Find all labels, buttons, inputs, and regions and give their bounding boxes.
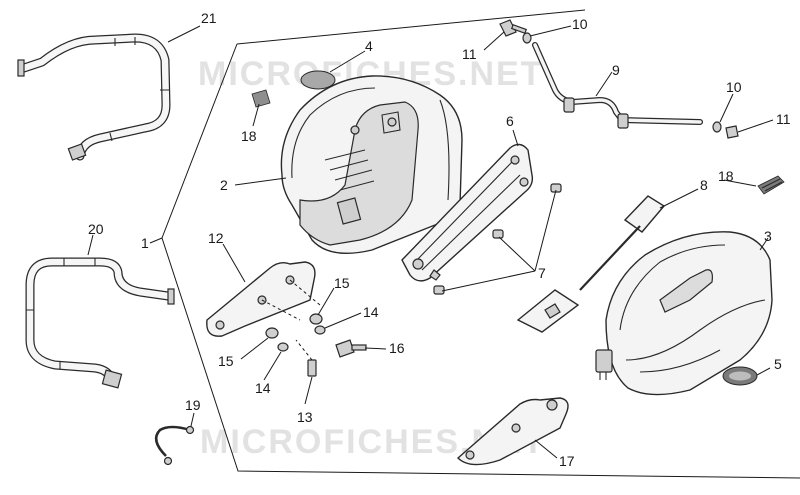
callout-8: 8 xyxy=(700,177,708,193)
callout-1: 1 xyxy=(141,235,149,251)
pannier-rail xyxy=(532,42,703,129)
support-plate xyxy=(206,261,321,337)
callout-10-top: 10 xyxy=(572,16,588,32)
callout-11-top: 11 xyxy=(462,46,477,62)
callout-15-left: 15 xyxy=(218,353,234,369)
assembly-frame xyxy=(149,9,800,479)
plate-hardware xyxy=(265,313,367,377)
callout-7: 7 xyxy=(538,265,546,281)
reflector xyxy=(300,70,336,90)
mounting-bolts xyxy=(433,183,562,295)
callout-4: 4 xyxy=(365,38,373,54)
right-pannier xyxy=(595,231,773,396)
callout-21: 21 xyxy=(201,10,217,26)
callout-17: 17 xyxy=(559,453,575,469)
callout-13: 13 xyxy=(297,409,313,425)
strap xyxy=(516,195,666,333)
upper-guard-tube xyxy=(17,33,171,161)
callout-14-left: 14 xyxy=(255,380,271,396)
mounting-bracket xyxy=(401,143,534,282)
left-pannier xyxy=(280,75,463,255)
leader-lines xyxy=(87,25,774,459)
callout-12: 12 xyxy=(208,230,224,246)
label-sticker-left xyxy=(251,89,271,108)
callout-10-right: 10 xyxy=(726,79,742,95)
lower-guard-tube xyxy=(25,257,175,389)
callout-2: 2 xyxy=(220,177,228,193)
callout-9: 9 xyxy=(612,62,620,78)
cable xyxy=(154,425,195,466)
callout-3: 3 xyxy=(764,228,772,244)
callout-11-right: 11 xyxy=(776,111,791,127)
callout-labels: 1 2 3 4 5 6 7 8 9 10 10 11 11 12 13 14 1… xyxy=(88,10,791,469)
callout-6: 6 xyxy=(506,113,514,129)
callout-14-right: 14 xyxy=(363,304,379,320)
callout-5: 5 xyxy=(774,356,782,372)
callout-16: 16 xyxy=(389,340,405,356)
lower-support-plate xyxy=(456,397,569,466)
callout-15-right: 15 xyxy=(334,275,350,291)
callout-18-left: 18 xyxy=(241,128,257,144)
callout-19: 19 xyxy=(185,397,201,413)
badge-emblem xyxy=(722,366,758,386)
callout-20: 20 xyxy=(88,221,104,237)
callout-18-right: 18 xyxy=(718,168,734,184)
label-sticker-right xyxy=(757,175,785,195)
rail-fasteners xyxy=(499,19,739,139)
